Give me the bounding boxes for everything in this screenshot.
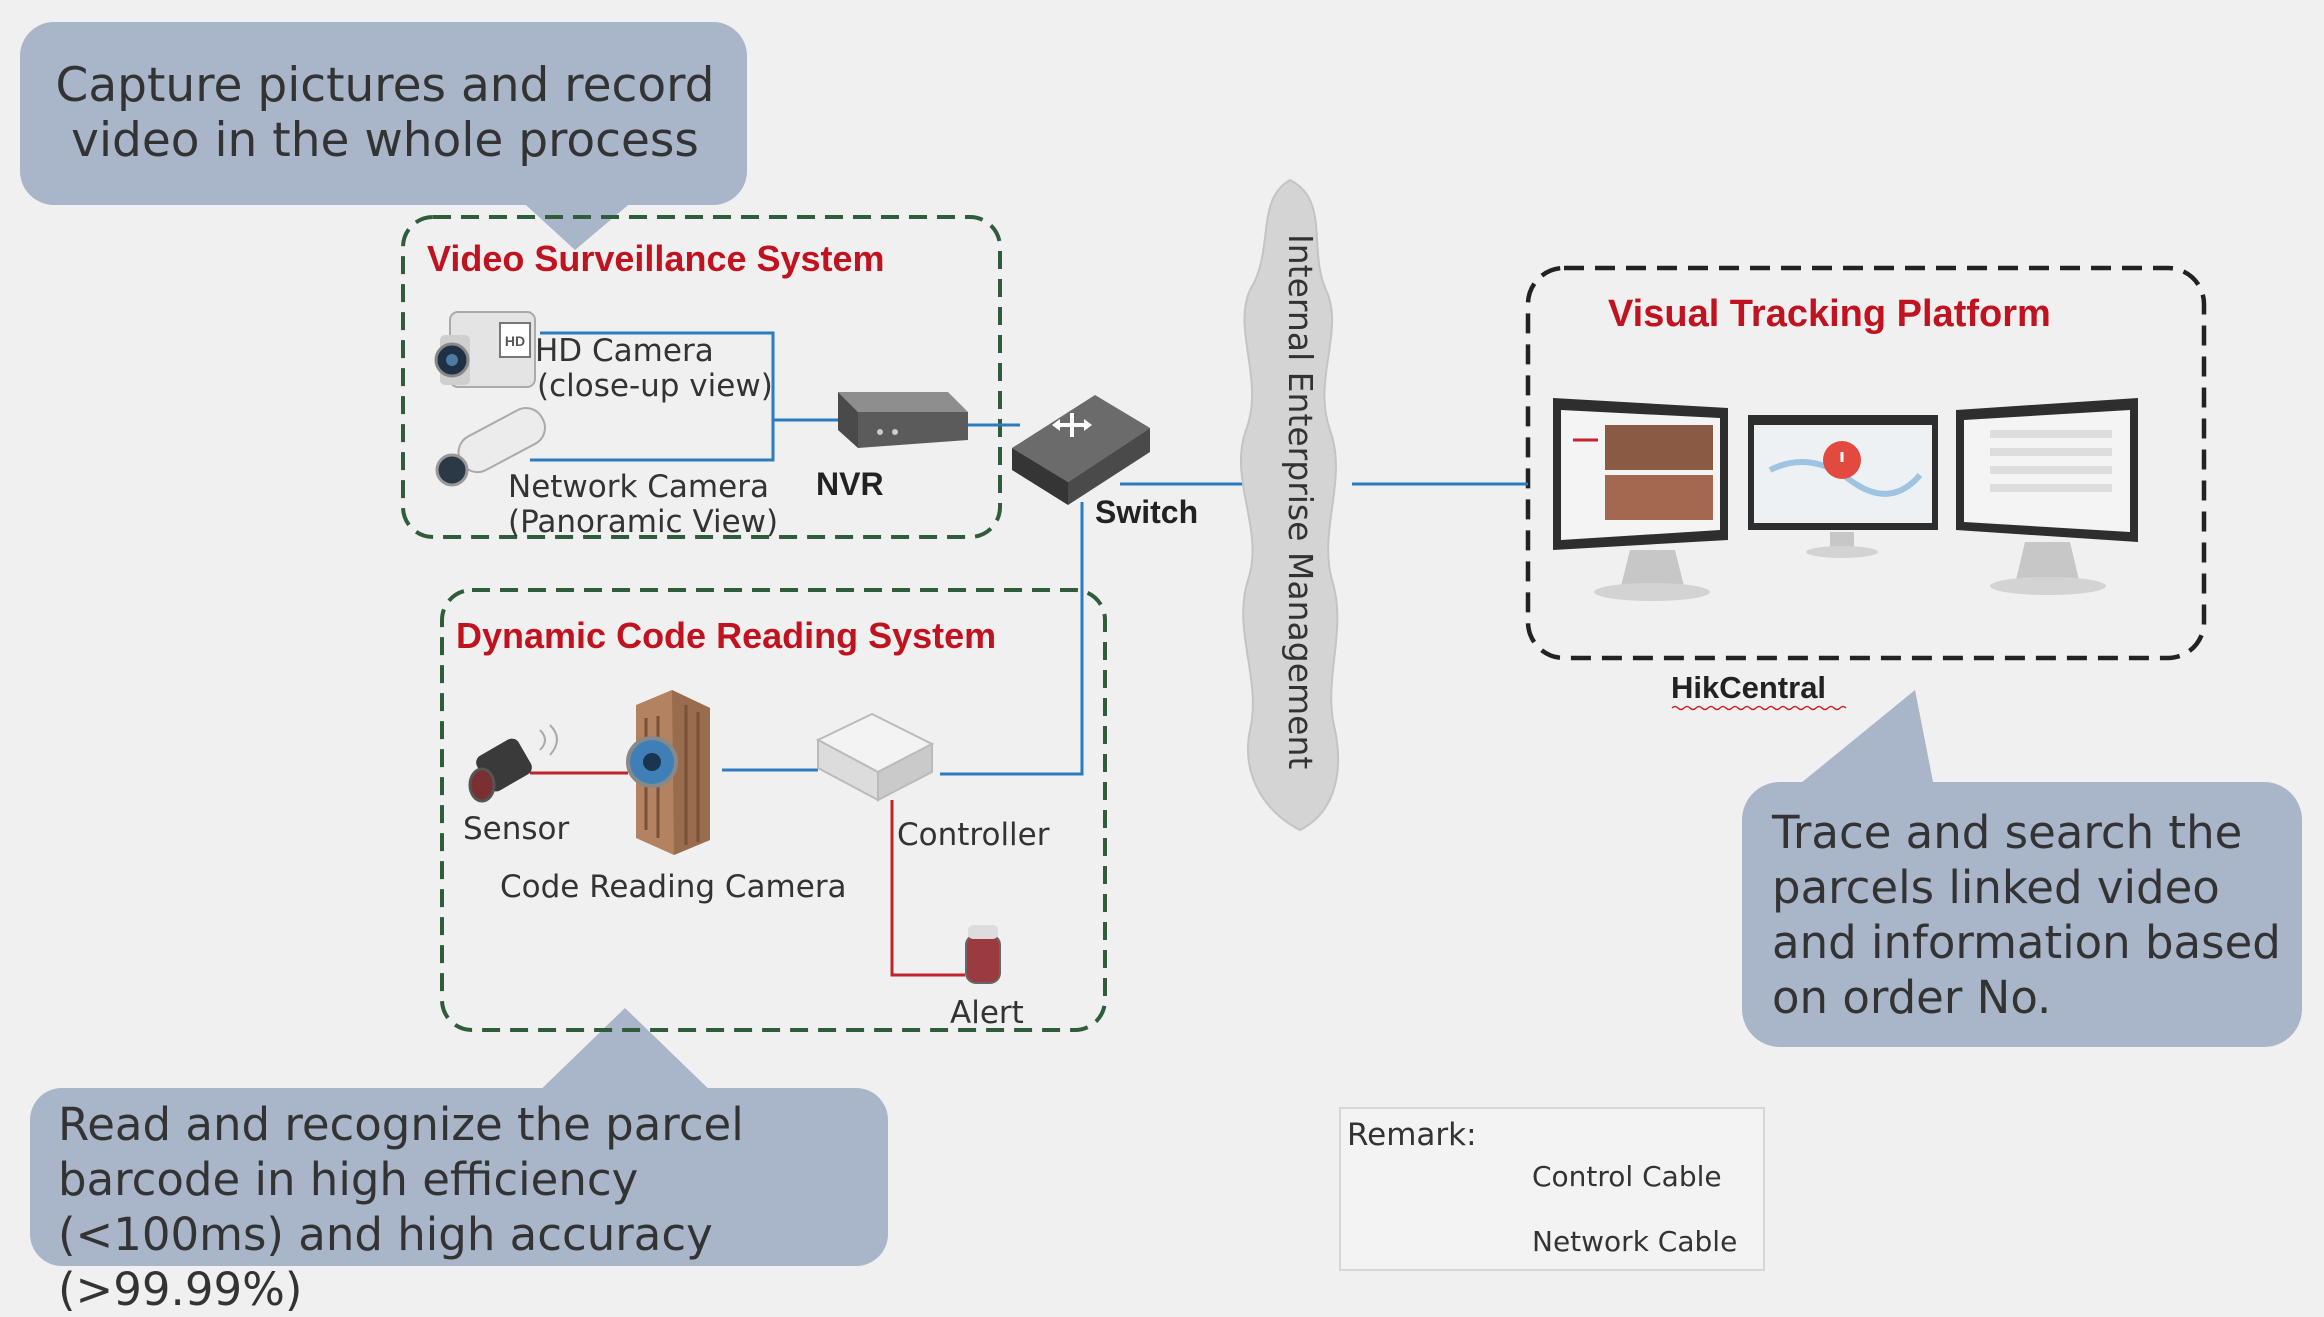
remark-network-label: Network Cable	[1532, 1225, 1738, 1258]
video-system-title: Video Surveillance System	[427, 238, 885, 279]
platform-title: Visual Tracking Platform	[1608, 293, 2051, 335]
bullet-camera-icon	[435, 407, 546, 487]
cloud-label: Internal Enterprise Management	[1281, 234, 1320, 770]
alert-label: Alert	[950, 995, 1024, 1031]
hikcentral-underline	[1671, 705, 1847, 711]
alert-icon	[965, 925, 1001, 984]
remark-control-label: Control Cable	[1532, 1160, 1722, 1193]
video-system-box	[401, 215, 1002, 539]
callout-bottom-bubble	[30, 1008, 888, 1266]
code-reading-camera-icon	[626, 690, 710, 855]
controller-icon	[815, 712, 935, 802]
svg-text:HD: HD	[505, 333, 525, 349]
code-system-title: Dynamic Code Reading System	[456, 615, 997, 656]
sensor-label: Sensor	[463, 811, 570, 847]
hd-camera-label: HD Camera	[535, 333, 714, 369]
switch-icon	[1012, 395, 1150, 505]
hd-badge-icon: HD	[499, 322, 531, 358]
network-camera-sublabel: (Panoramic View)	[508, 504, 779, 540]
nvr-icon	[838, 392, 968, 448]
monitor-right-icon	[1956, 398, 2138, 595]
code-system-box	[440, 588, 1107, 1032]
platform-box	[1525, 265, 2207, 661]
hikcentral-label: HikCentral	[1671, 670, 1827, 705]
controller-label: Controller	[897, 817, 1050, 853]
callout-right-bubble	[1742, 690, 2302, 1047]
monitor-center-icon	[1748, 415, 1938, 558]
sensor-icon	[468, 724, 558, 803]
code-camera-label: Code Reading Camera	[500, 869, 847, 905]
remark-box	[1339, 1107, 1765, 1271]
switch-label: Switch	[1095, 494, 1199, 530]
callout-bottom-text: Read and recognize the parcel barcode in…	[58, 1098, 744, 1316]
remark-heading: Remark:	[1347, 1117, 1477, 1153]
enterprise-cloud-shape	[1239, 178, 1339, 832]
network-camera-label: Network Camera	[508, 469, 769, 505]
monitor-left-icon	[1553, 398, 1728, 601]
callout-top-text: Capture pictures and record video in the…	[55, 58, 715, 168]
callout-top-bubble	[20, 22, 747, 250]
hd-camera-sublabel: (close-up view)	[537, 368, 773, 404]
network-cables	[530, 331, 1535, 1255]
nvr-label: NVR	[816, 466, 884, 502]
diagram-canvas: HD	[20, 22, 2302, 1271]
callout-right-text: Trace and search the parcels linked vide…	[1772, 806, 2281, 1024]
